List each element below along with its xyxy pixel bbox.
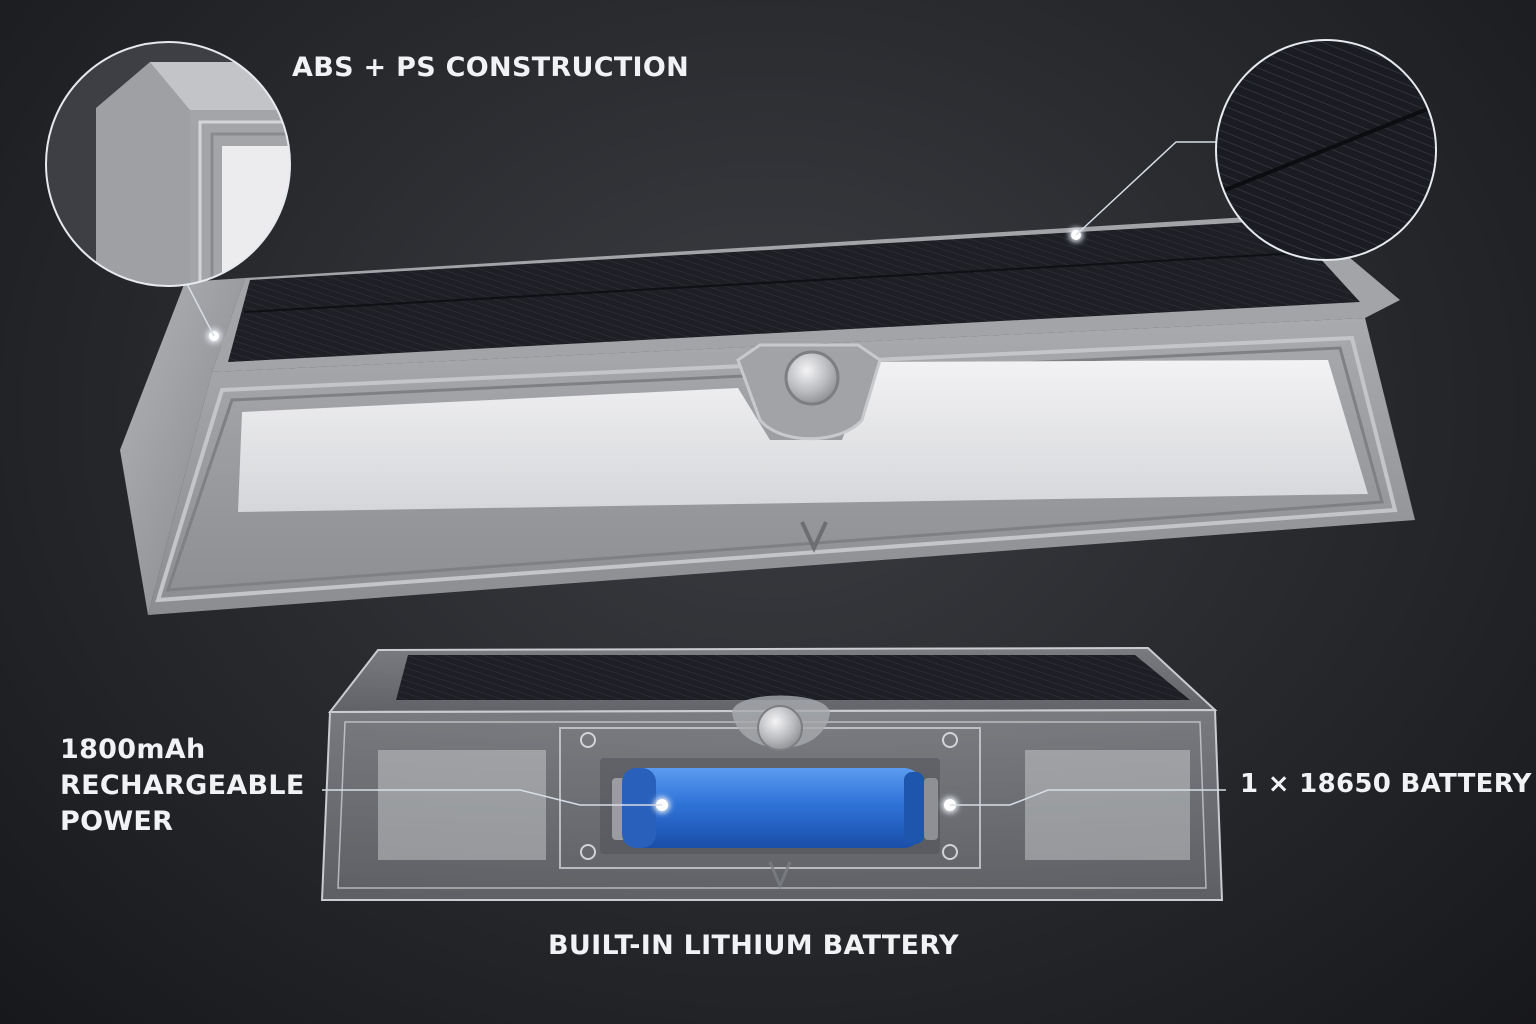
construction-zoom: [45, 41, 291, 287]
capacity-line-3: POWER: [60, 806, 174, 837]
construction-label: ABS + PS CONSTRUCTION: [292, 52, 690, 83]
main-light: [120, 214, 1415, 615]
pir-sensor-small: [757, 705, 803, 751]
solar-panel: [228, 220, 1360, 362]
housing-end-cap: [120, 278, 245, 615]
capacity-label: 1800mAh RECHARGEABLE POWER: [60, 732, 305, 840]
capacity-line-2: RECHARGEABLE: [60, 770, 305, 801]
caption-label: BUILT-IN LITHIUM BATTERY: [548, 930, 959, 961]
capacity-line-1: 1800mAh: [60, 734, 206, 765]
battery-type-label: 1 × 18650 BATTERY: [1240, 769, 1532, 799]
pir-sensor-icon: [784, 350, 840, 406]
solar-zoom: [1215, 39, 1437, 261]
light-diffuser: [238, 360, 1368, 512]
transparent-light: [320, 646, 1224, 901]
battery-icon: [612, 768, 938, 848]
solar-panel-small: [396, 655, 1190, 700]
solar-panel-icon: [1215, 39, 1437, 261]
v-logo-icon: [800, 521, 828, 553]
